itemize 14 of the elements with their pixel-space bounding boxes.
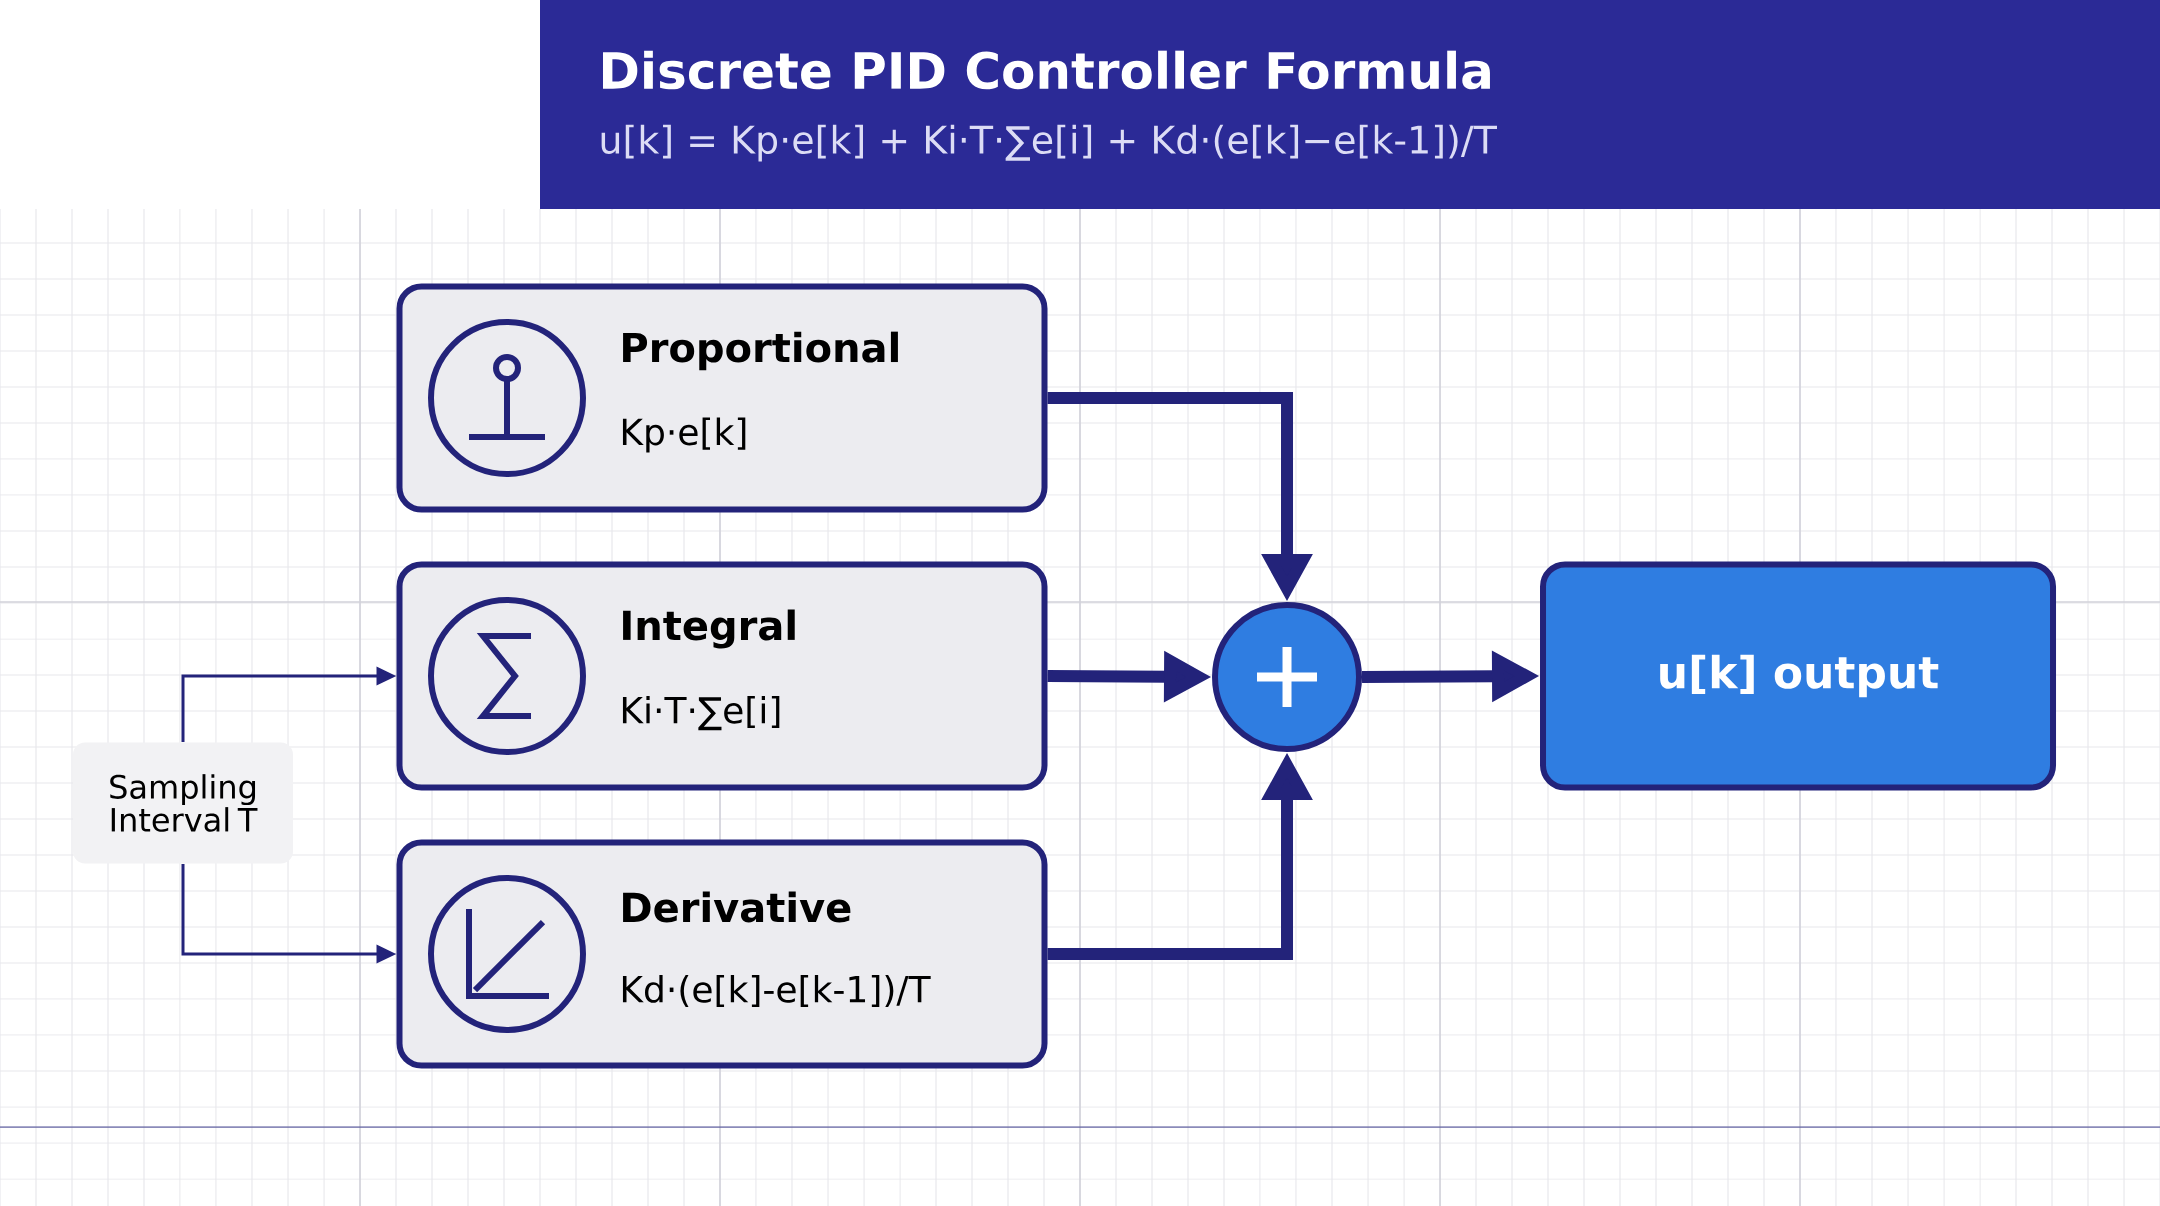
term-formula: Kd·(e[k]-e[k-1])/T: [622, 974, 931, 1008]
process-box: [396, 839, 1048, 1069]
block-heading: Derivative: [623, 891, 851, 923]
term-formula: Kp·e[k]: [622, 417, 746, 453]
formula-subtitle: u[k] = Kp·e[k] + Ki·T·∑e[i] + Kd·(e[k]−e[k-1])/T: [601, 124, 1497, 162]
process-box: [396, 283, 1048, 513]
output-box: u[k] output: [1540, 561, 2056, 791]
process-box: [396, 561, 1048, 791]
block-heading: Integral: [623, 609, 795, 649]
note-box: Sampling Interval T: [73, 742, 293, 864]
block-heading: Proportional: [623, 331, 898, 371]
summing-junction: [1212, 602, 1362, 752]
term-formula: Ki·T·∑e[i]: [622, 695, 780, 731]
title: Discrete PID Controller Formula: [603, 50, 1490, 90]
